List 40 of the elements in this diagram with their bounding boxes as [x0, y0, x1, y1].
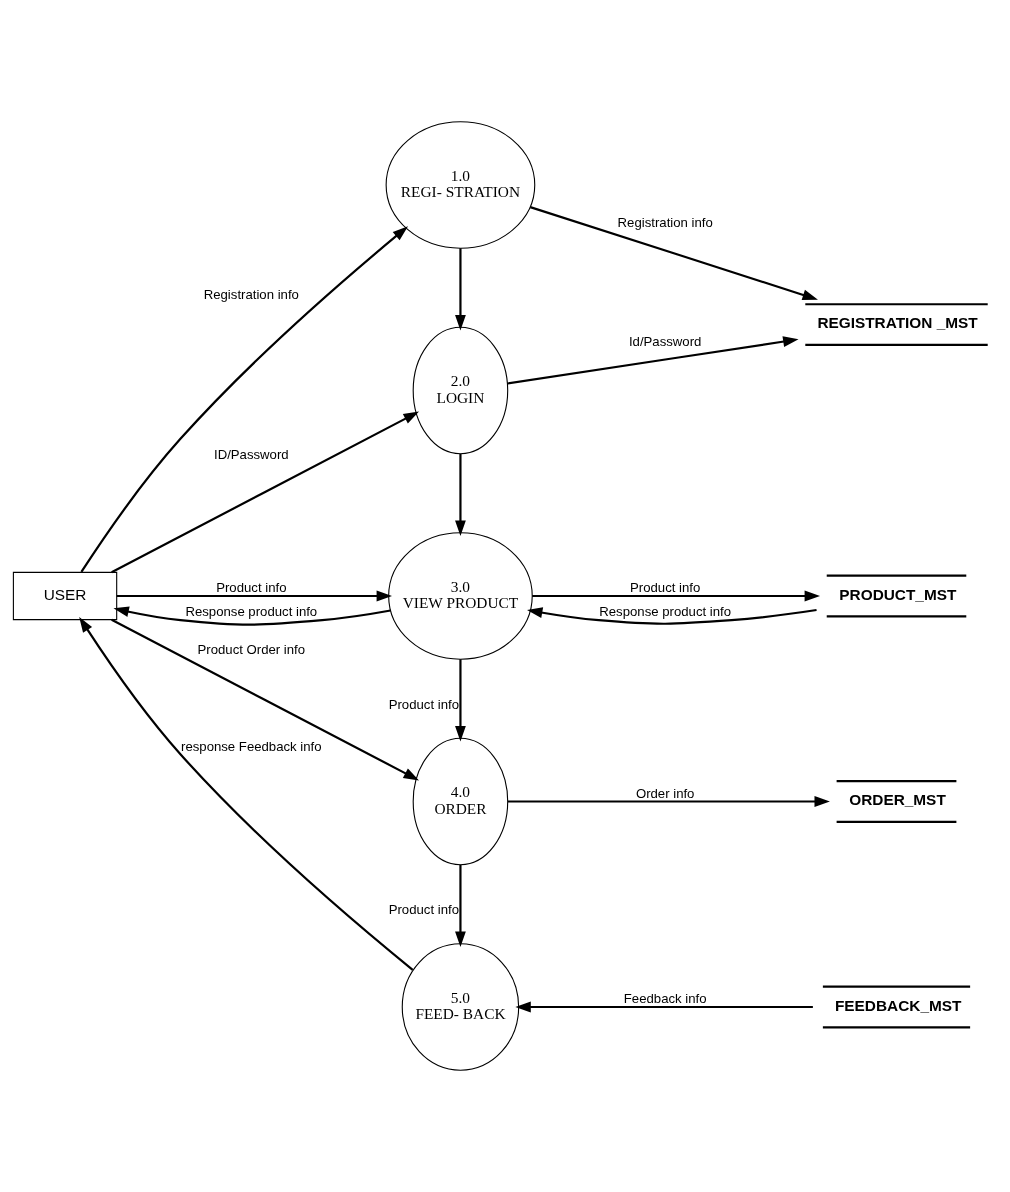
arrow — [79, 226, 408, 573]
edge-label: Response product info — [598, 604, 731, 620]
edge-label: Product info — [388, 696, 459, 712]
edge-label: Registration info — [617, 215, 713, 231]
arrow — [116, 590, 392, 602]
arrow — [506, 336, 799, 385]
edge-label: Order info — [635, 785, 694, 801]
node-text: FEEDBACK_MST — [834, 996, 961, 1014]
edge-label: Feedback info — [623, 991, 707, 1007]
edge-label: Registration info — [203, 286, 299, 302]
arrow — [529, 206, 818, 301]
node-ellipse: 2.0 LOGIN — [412, 326, 508, 455]
node-ellipse: 3.0 VIEW PRODUCT — [387, 532, 533, 660]
edge-label: Product info — [215, 580, 286, 596]
node-ellipse: 1.0 REGI- STRATION — [385, 121, 535, 249]
arrow — [454, 248, 466, 331]
arrow — [507, 796, 830, 807]
edge-label: Product info — [388, 902, 459, 918]
arrow — [454, 659, 466, 742]
node-text: REGISTRATION _MST — [816, 314, 978, 332]
arrow — [110, 618, 419, 781]
arrow — [531, 590, 820, 602]
arrow — [110, 411, 419, 574]
arrow — [112, 606, 391, 626]
arrow — [78, 616, 413, 971]
edge-label: Response product info — [184, 604, 317, 620]
edge-label: ID/Password — [213, 447, 289, 463]
node-circle: 5.0 FEED- BACK — [401, 943, 519, 1071]
arrow — [514, 1001, 813, 1013]
arrow — [454, 864, 466, 947]
node-ellipse: 4.0 ORDER — [412, 737, 508, 866]
edge-label: Product info — [629, 580, 700, 596]
edge-label: Product Order info — [197, 641, 305, 657]
edge-label: response Feedback info — [180, 738, 322, 754]
arrow — [454, 453, 466, 536]
node-text: ORDER_MST — [848, 791, 946, 809]
node-box: USER — [12, 571, 117, 621]
node-text: PRODUCT_MST — [838, 585, 956, 603]
edge-label: Id/Password — [628, 334, 701, 350]
arrow — [526, 607, 817, 625]
